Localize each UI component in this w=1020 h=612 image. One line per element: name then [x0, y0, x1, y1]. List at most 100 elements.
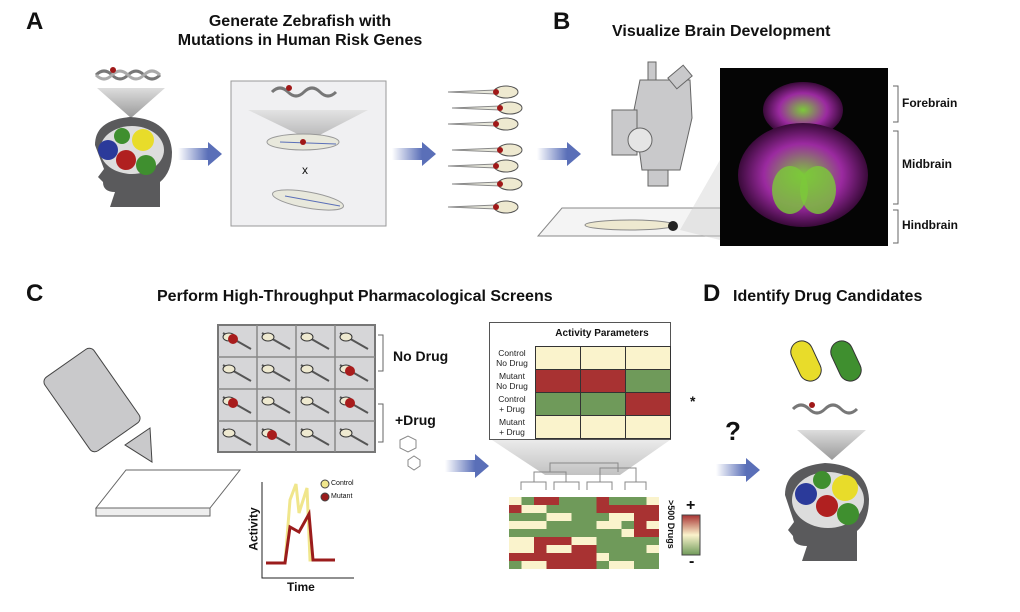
larvae-group — [447, 85, 523, 214]
larva-icon — [447, 200, 519, 214]
heatmap-cell — [546, 537, 559, 545]
heatmap-cell — [584, 497, 597, 505]
legend-mutant: Mutant — [331, 493, 353, 500]
heatmap-cell — [509, 505, 522, 513]
heatmap-cell — [509, 545, 522, 553]
heatmap-cell — [596, 553, 609, 561]
heatmap-cell — [634, 537, 647, 545]
heatmap-cell — [621, 553, 634, 561]
drug-heatmap — [509, 497, 659, 569]
question-mark: ? — [725, 416, 741, 446]
camera-icon — [43, 347, 153, 463]
panel-c-title: Perform High-Throughput Pharmacological … — [157, 288, 553, 305]
table-cell-high — [625, 392, 671, 416]
heatmap-cell — [646, 505, 659, 513]
well-larva — [222, 428, 252, 446]
heatmap-cell — [546, 545, 559, 553]
heatmap-cell — [521, 505, 534, 513]
table-cell-neutral — [625, 415, 671, 439]
region-brackets — [893, 85, 899, 244]
well-larva — [339, 396, 369, 414]
legend-control: Control — [331, 480, 354, 487]
table-row-label-line1: Control — [498, 348, 526, 358]
head-with-gears-icon — [785, 463, 869, 561]
heatmap-cell — [546, 553, 559, 561]
table-row-label-line2: + Drug — [499, 404, 525, 414]
heatmap-cell — [559, 553, 572, 561]
well-plate-icon — [94, 469, 242, 517]
heatmap-cell — [609, 497, 622, 505]
scale-plus: + — [686, 497, 696, 514]
activity-plot — [261, 479, 354, 579]
arrow-icon — [537, 142, 581, 166]
dna-icon — [94, 67, 162, 81]
heatmap-cell — [534, 521, 547, 529]
heatmap-cell — [534, 561, 547, 569]
heatmap-cell — [609, 545, 622, 553]
scale-minus: - — [689, 553, 695, 570]
heatmap-cell — [546, 529, 559, 537]
heatmap-cell — [596, 561, 609, 569]
heatmap-cell — [609, 561, 622, 569]
panel-a-title: Generate Zebrafish with Mutations in Hum… — [170, 12, 430, 50]
heatmap-cell — [646, 521, 659, 529]
heatmap-cell — [509, 513, 522, 521]
heatmap-cell — [609, 521, 622, 529]
heatmap-cell — [584, 513, 597, 521]
heatmap-cell — [646, 553, 659, 561]
table-cell-low — [535, 392, 581, 416]
heatmap-cell — [584, 521, 597, 529]
heatmap-cell — [596, 537, 609, 545]
heatmap-cell — [634, 529, 647, 537]
table-cell-neutral — [580, 415, 626, 439]
heatmap-cell — [609, 537, 622, 545]
heatmap-cell — [534, 505, 547, 513]
heatmap-cell — [534, 529, 547, 537]
heatmap-cell — [646, 497, 659, 505]
heatmap-cell — [634, 513, 647, 521]
heatmap-cell — [646, 537, 659, 545]
heatmap-cell — [596, 497, 609, 505]
table-row-label-line1: Mutant — [499, 371, 525, 381]
panel-d-letter: D — [703, 280, 721, 307]
heatmap-ylabel: >500 Drugs — [666, 500, 676, 549]
cone-icon — [797, 430, 866, 460]
heatmap-cell — [634, 561, 647, 569]
drug-label: +Drug — [395, 412, 436, 428]
heatmap-cell — [634, 505, 647, 513]
heatmap-cell — [609, 505, 622, 513]
well-larva — [300, 364, 330, 382]
microscope-icon — [611, 61, 693, 187]
table-cell-neutral — [580, 346, 626, 370]
heatmap-cell — [634, 545, 647, 553]
heatmap-cell — [521, 529, 534, 537]
heatmap-cell — [509, 561, 522, 569]
larva-icon — [451, 101, 523, 115]
heatmap-cell — [534, 497, 547, 505]
table-row-label: Mutant+ Drug — [489, 417, 535, 437]
heatmap-cell — [596, 545, 609, 553]
color-scale-bar — [681, 514, 701, 556]
cross-symbol: x — [302, 163, 308, 177]
heatmap-cell — [621, 545, 634, 553]
well-larva — [261, 364, 291, 382]
heatmap-cell — [621, 561, 634, 569]
panel-a-title-line2: Mutations in Human Risk Genes — [177, 32, 423, 49]
dna-icon — [270, 85, 338, 98]
heatmap-cell — [546, 513, 559, 521]
arrow-icon — [178, 142, 222, 166]
heatmap-cell — [584, 537, 597, 545]
zebrafish-icon — [266, 133, 340, 151]
heatmap-cell — [521, 513, 534, 521]
heatmap-cell — [521, 537, 534, 545]
panel-b-title: Visualize Brain Development — [612, 23, 831, 40]
heatmap-cell — [584, 545, 597, 553]
plot-xlabel: Time — [287, 580, 315, 594]
well-larva — [261, 332, 291, 350]
well-larva — [222, 364, 252, 382]
heatmap-cell — [521, 545, 534, 553]
panel-a-letter: A — [26, 8, 44, 35]
table-row-label-line2: + Drug — [499, 427, 525, 437]
heatmap-cell — [559, 545, 572, 553]
